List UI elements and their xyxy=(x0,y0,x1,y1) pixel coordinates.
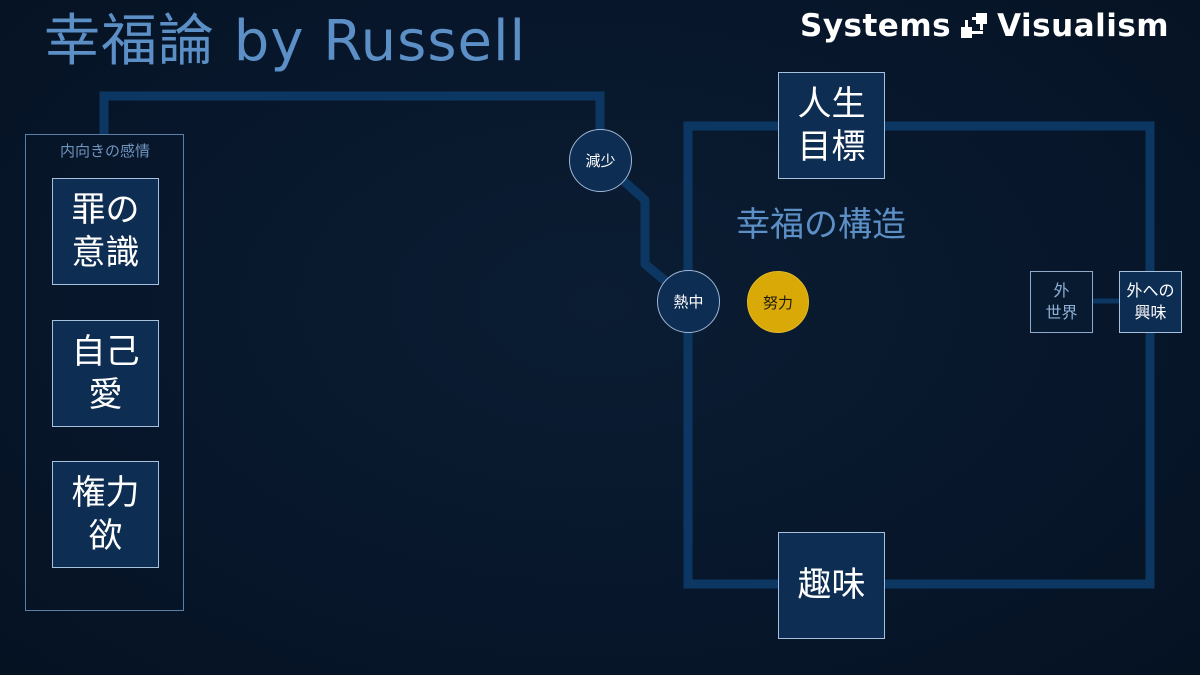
guilt-line1: 罪の xyxy=(71,189,140,230)
wire-structure-loop xyxy=(683,121,1155,589)
external-interest-box: 外への 興味 xyxy=(1119,271,1182,333)
wire-panel-to-decrease xyxy=(99,91,605,140)
power-desire-line2: 欲 xyxy=(88,515,123,556)
logo-text-left: Systems xyxy=(800,8,952,44)
effort-node: 努力 xyxy=(747,271,809,333)
external-world-box: 外 世界 xyxy=(1030,271,1093,333)
life-goal-box: 人生 目標 xyxy=(778,72,885,179)
decrease-node: 減少 xyxy=(569,129,632,192)
happiness-structure-label: 幸福の構造 xyxy=(736,205,906,245)
power-desire-box: 権力 欲 xyxy=(52,461,159,568)
absorption-node: 熱中 xyxy=(657,270,720,333)
inward-emotions-label: 内向きの感情 xyxy=(59,142,150,160)
logo-system-icon xyxy=(959,11,989,41)
external-interest-line2: 興味 xyxy=(1134,303,1167,322)
guilt-box: 罪の 意識 xyxy=(52,178,159,285)
self-love-line1: 自己 xyxy=(71,331,140,372)
self-love-box: 自己 愛 xyxy=(52,320,159,427)
guilt-line2: 意識 xyxy=(71,232,140,273)
life-goal-line2: 目標 xyxy=(797,126,866,167)
external-world-line2: 世界 xyxy=(1045,303,1078,322)
self-love-line2: 愛 xyxy=(88,374,123,415)
life-goal-line1: 人生 xyxy=(797,83,866,124)
external-interest-line1: 外への xyxy=(1126,281,1175,300)
external-world-line1: 外 xyxy=(1053,281,1070,300)
inward-emotions-panel xyxy=(25,134,184,611)
hobby-box: 趣味 xyxy=(778,532,885,639)
page-title: 幸福論 by Russell xyxy=(44,9,527,74)
hobby-label: 趣味 xyxy=(797,565,866,605)
logo-text-right: Visualism xyxy=(997,8,1170,44)
power-desire-line1: 権力 xyxy=(71,472,140,513)
brand-logo: Systems Visualism xyxy=(800,6,1169,46)
